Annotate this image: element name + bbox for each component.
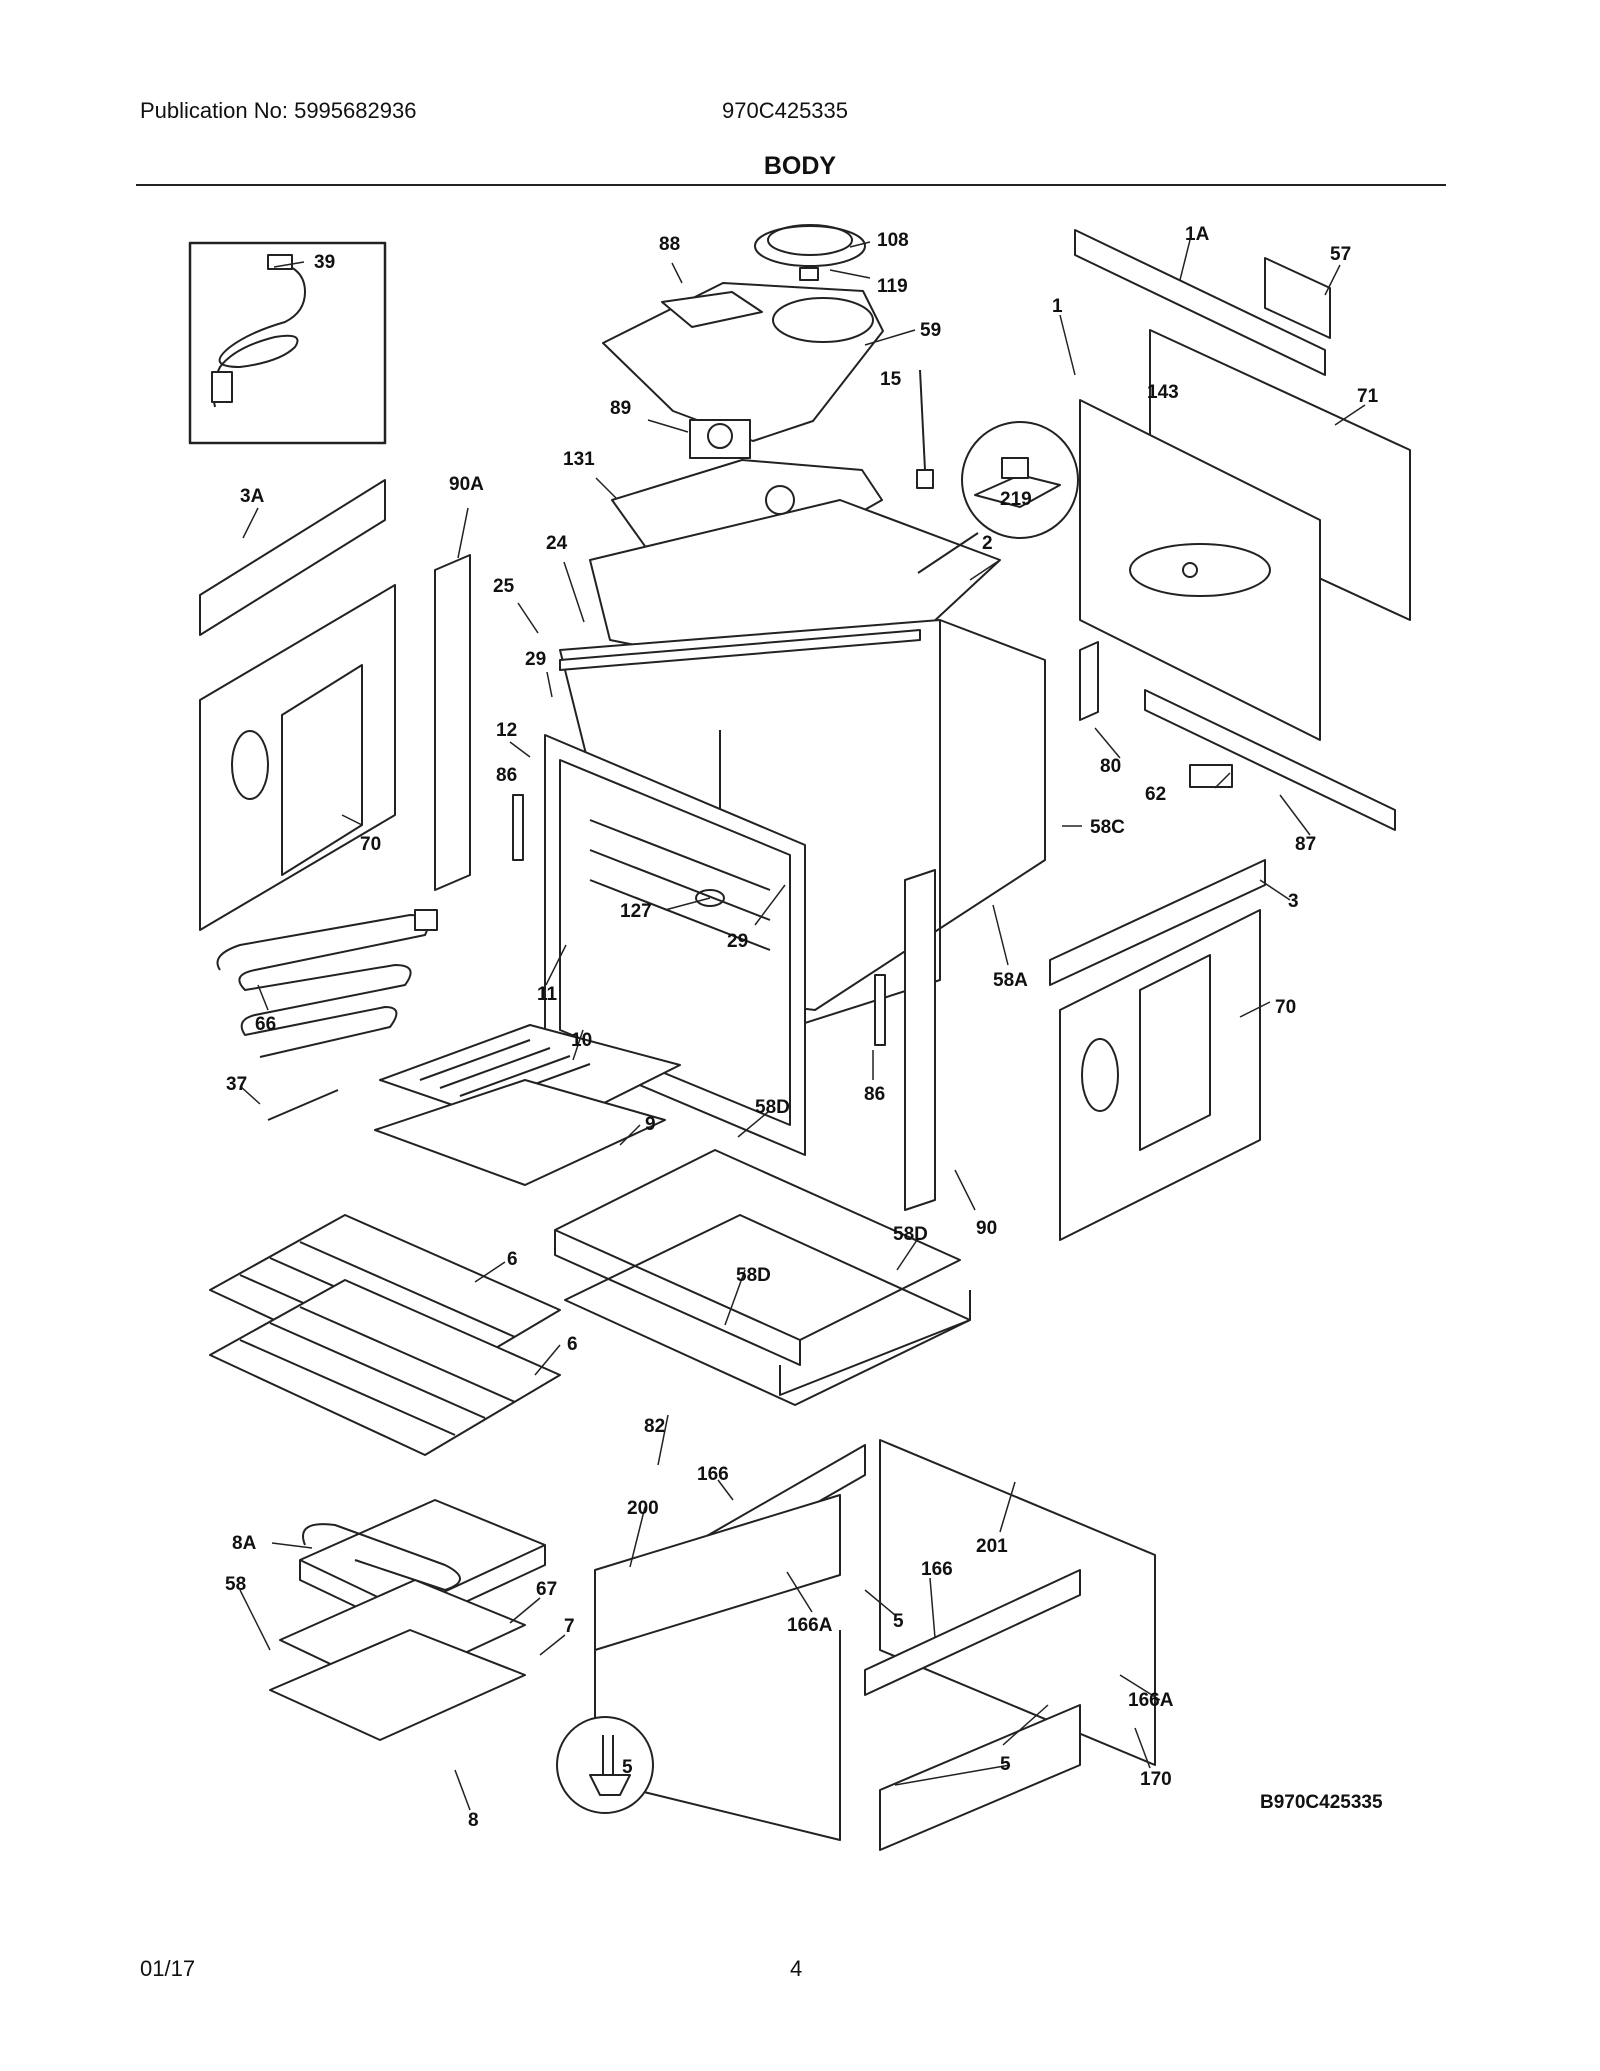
convection-fan-assembly xyxy=(602,224,884,442)
label-143: 143 xyxy=(1147,382,1179,403)
label-24: 24 xyxy=(546,533,568,554)
label-170: 170 xyxy=(1140,1769,1172,1790)
label-9: 9 xyxy=(645,1114,656,1135)
base-frame xyxy=(594,1439,1156,1851)
label-58: 58 xyxy=(225,1574,246,1595)
left-side-panels xyxy=(199,479,471,931)
label-62: 62 xyxy=(1145,784,1166,805)
label-59: 59 xyxy=(920,320,941,341)
bake-element xyxy=(216,909,438,1058)
label-67: 67 xyxy=(536,1579,557,1600)
label-166A-left: 166A xyxy=(787,1615,833,1636)
label-166-left: 166 xyxy=(697,1464,729,1485)
oven-probe xyxy=(267,1089,339,1121)
label-1A: 1A xyxy=(1185,224,1210,245)
label-200: 200 xyxy=(627,1498,659,1519)
oven-racks xyxy=(209,1214,561,1456)
label-6-bottom: 6 xyxy=(567,1334,578,1355)
label-131: 131 xyxy=(563,449,595,470)
label-58D-top: 58D xyxy=(755,1097,790,1118)
label-7: 7 xyxy=(564,1616,575,1637)
publication-date: 01/17 xyxy=(140,1956,196,1981)
part-labels: 39 88 108 119 59 1A 57 1 143 71 15 89 21… xyxy=(225,224,1383,1831)
label-29-top: 29 xyxy=(525,649,546,670)
page-number: 4 xyxy=(790,1956,803,1981)
publication-number: Publication No: 5995682936 xyxy=(140,98,417,123)
label-8: 8 xyxy=(468,1810,479,1831)
label-5-upper: 5 xyxy=(893,1611,904,1632)
label-12: 12 xyxy=(496,720,517,741)
label-57: 57 xyxy=(1330,244,1351,265)
side-trim-right xyxy=(874,974,886,1046)
label-5-detail: 5 xyxy=(622,1757,633,1778)
drawing-code: B970C425335 xyxy=(1260,1792,1383,1813)
label-3A: 3A xyxy=(240,486,265,507)
label-25: 25 xyxy=(493,576,515,597)
label-2: 2 xyxy=(982,533,993,554)
label-39: 39 xyxy=(314,252,335,273)
label-66: 66 xyxy=(255,1014,276,1035)
label-166-right: 166 xyxy=(921,1559,953,1580)
label-166A-right: 166A xyxy=(1128,1690,1174,1711)
label-86-right: 86 xyxy=(864,1084,885,1105)
power-cord-inset xyxy=(188,241,387,445)
thermostat-detail xyxy=(917,421,1079,574)
broil-element-shields xyxy=(269,1499,546,1741)
label-86-left: 86 xyxy=(496,765,517,786)
label-119: 119 xyxy=(877,276,908,297)
rear-panels xyxy=(1074,229,1411,741)
label-6-top: 6 xyxy=(507,1249,518,1270)
label-70-right: 70 xyxy=(1275,997,1296,1018)
label-3: 3 xyxy=(1288,891,1299,912)
label-10: 10 xyxy=(571,1030,592,1051)
label-70-left: 70 xyxy=(360,834,381,855)
lower-frame xyxy=(554,1149,971,1406)
label-58D-right: 58D xyxy=(893,1224,928,1245)
side-trim-left xyxy=(512,794,524,861)
label-37: 37 xyxy=(226,1074,247,1095)
label-58A: 58A xyxy=(993,970,1028,991)
label-58C: 58C xyxy=(1090,817,1125,838)
oven-sensor xyxy=(916,369,934,489)
page-title: BODY xyxy=(763,152,837,180)
leader-lines xyxy=(239,239,1366,1811)
header-rule xyxy=(136,184,1446,186)
label-15: 15 xyxy=(880,369,902,390)
right-side-panels xyxy=(904,859,1266,1241)
model-number: 970C425335 xyxy=(722,98,849,123)
label-71: 71 xyxy=(1357,386,1379,407)
label-58D-center: 58D xyxy=(736,1265,771,1286)
label-80: 80 xyxy=(1100,756,1121,777)
label-87: 87 xyxy=(1295,834,1316,855)
label-11: 11 xyxy=(537,984,558,1005)
label-89: 89 xyxy=(610,398,631,419)
label-5-lower: 5 xyxy=(1000,1754,1011,1775)
label-219: 219 xyxy=(1000,489,1032,510)
broil-pan xyxy=(374,1024,681,1186)
fan-motor xyxy=(689,419,751,459)
label-29-bottom: 29 xyxy=(727,931,748,952)
label-90: 90 xyxy=(976,1218,997,1239)
label-8A: 8A xyxy=(232,1533,257,1554)
leveling-leg-detail xyxy=(556,1716,654,1814)
label-88: 88 xyxy=(659,234,680,255)
label-201: 201 xyxy=(976,1536,1008,1557)
label-108: 108 xyxy=(877,230,909,251)
label-1: 1 xyxy=(1052,296,1063,317)
label-82: 82 xyxy=(644,1416,665,1437)
label-90A: 90A xyxy=(449,474,484,495)
label-127: 127 xyxy=(620,901,652,922)
